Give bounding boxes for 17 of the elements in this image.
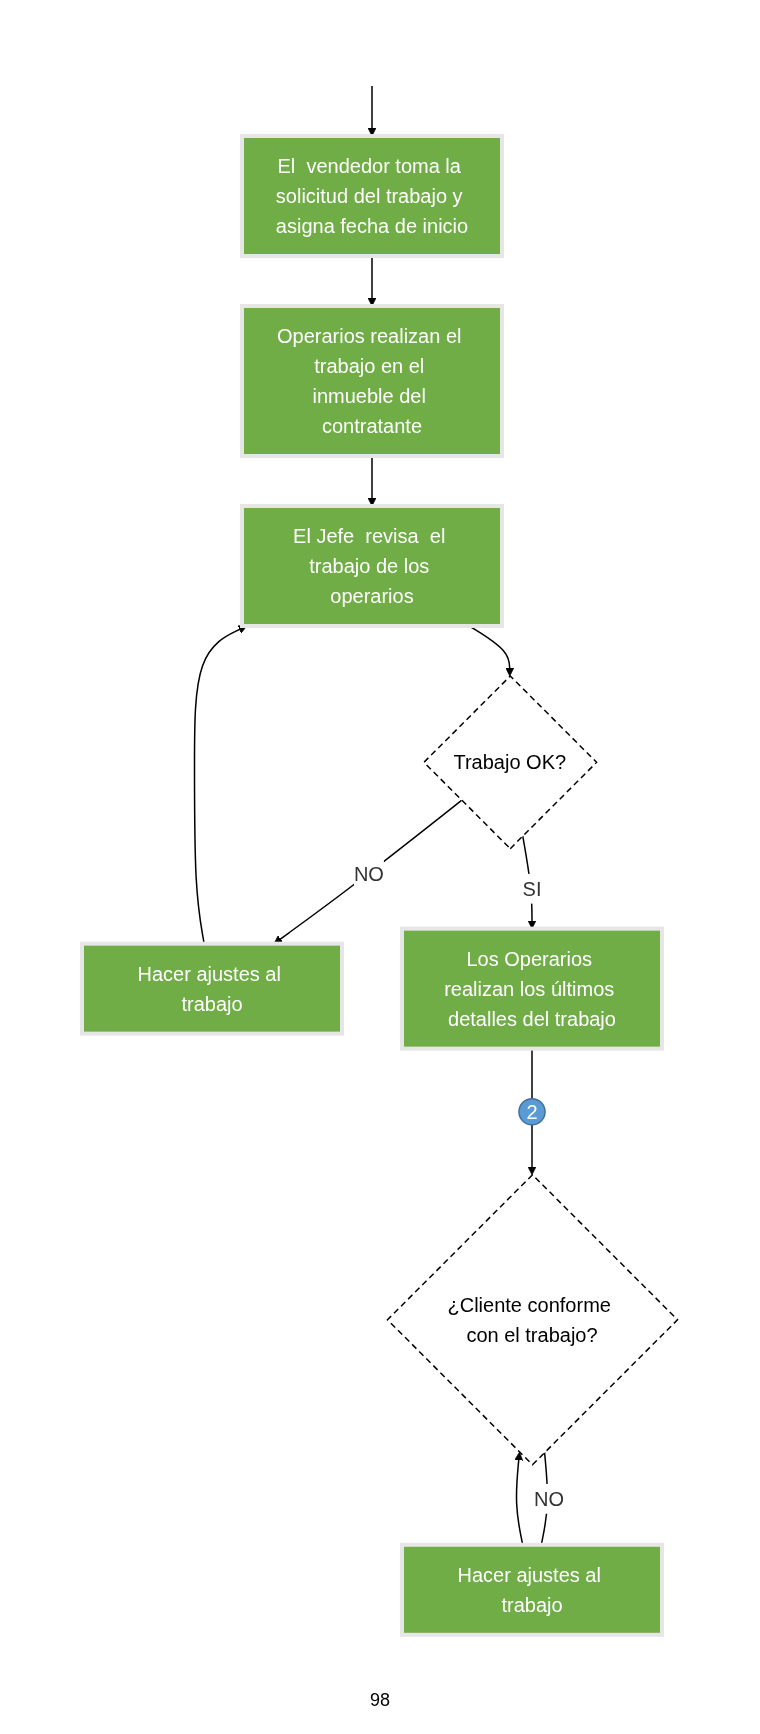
page-number: 98 [370,1690,390,1710]
node-diamond: Trabajo OK? [423,674,598,850]
edge-label: SI [522,877,542,900]
arrow [527,1123,537,1175]
arrow [194,625,248,944]
node-circle: 2 [518,1097,547,1126]
node-box: El Jefe revisa el trabajo de los operarios [240,503,505,628]
node-box: Hacer ajustes al trabajo [80,941,345,1036]
edge-label: NO [354,862,385,885]
arrow [367,84,377,136]
node-box: Hacer ajustes al trabajo [400,1542,665,1637]
node-box: Operarios realizan el trabajo en el inmueble del contratante [240,303,505,458]
node-diamond: ¿Cliente conforme con el trabajo? [386,1173,679,1466]
edge-label: NO [534,1487,565,1510]
node-box: Los Operarios realizan los últimos detalles del trabajo [400,926,665,1051]
node-box: El vendedor toma la solicitud del trabajo y asigna fecha de inicio [240,133,505,258]
arrow [273,799,463,944]
